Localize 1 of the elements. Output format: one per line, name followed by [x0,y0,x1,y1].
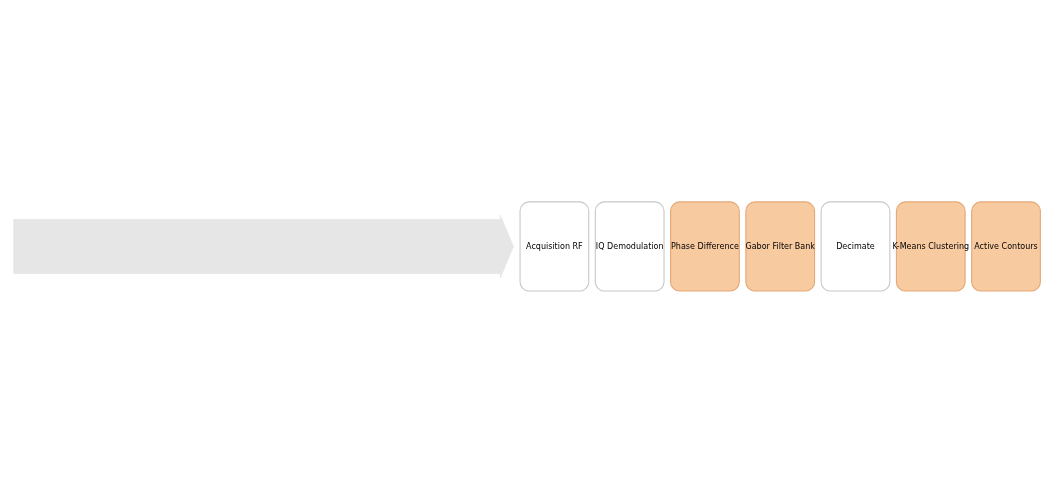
node-arrow [13,214,514,279]
